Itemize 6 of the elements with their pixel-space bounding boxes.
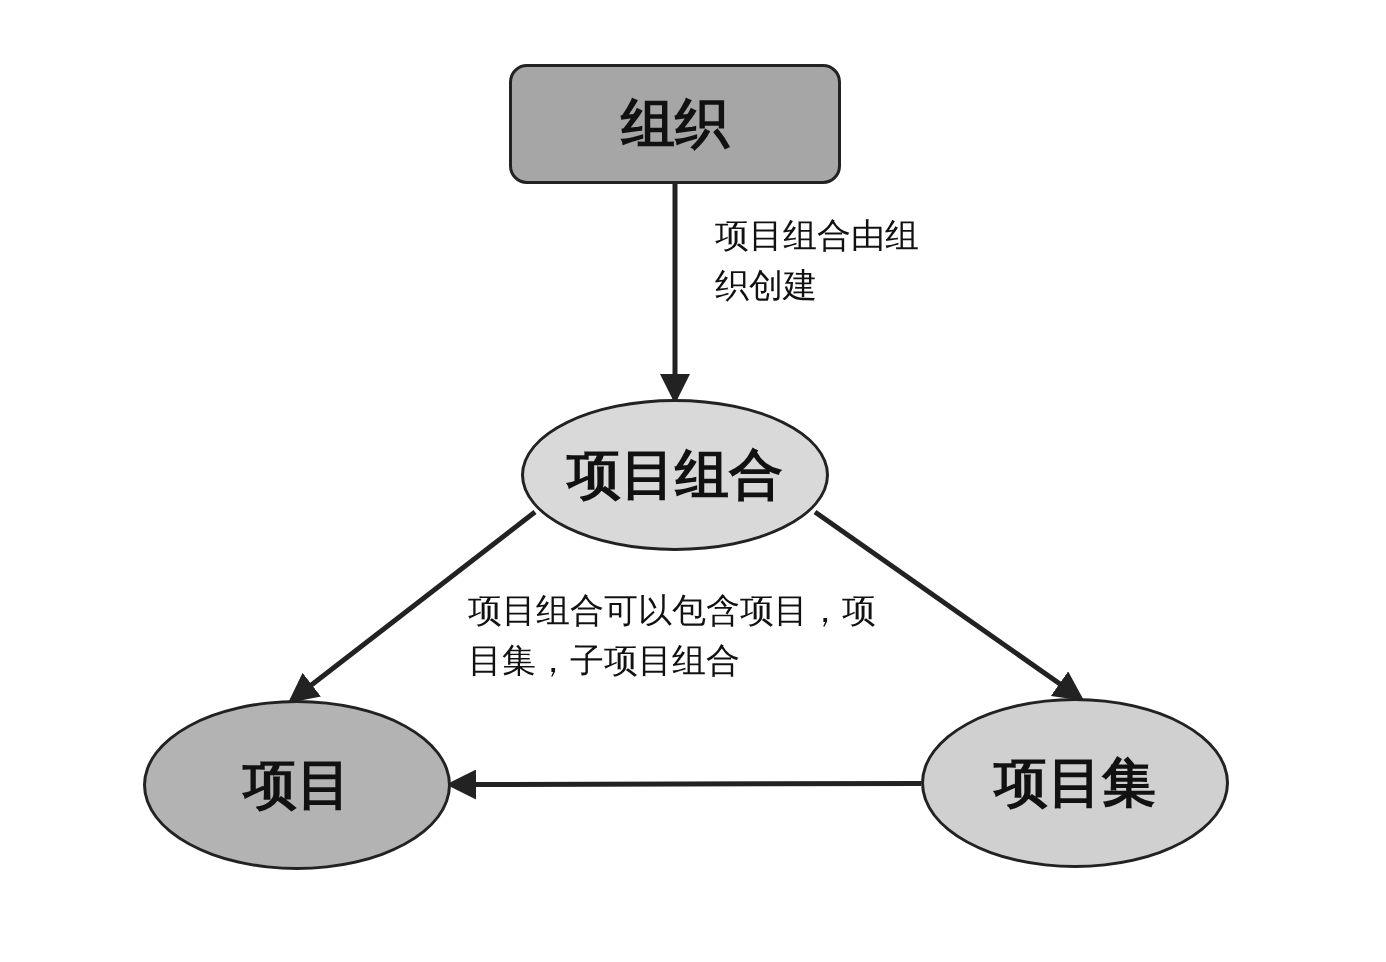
ellipse-node: 项目组合 bbox=[521, 399, 829, 551]
edge-label: 项目组合由组织创建 bbox=[715, 214, 920, 307]
ellipse-node: 项目集 bbox=[921, 698, 1229, 868]
ellipse-node: 项目 bbox=[143, 700, 451, 870]
process-box: 组织 bbox=[509, 64, 841, 184]
note-text: 项目组合可以包含项目，项目集，子项目组合 bbox=[468, 589, 877, 682]
